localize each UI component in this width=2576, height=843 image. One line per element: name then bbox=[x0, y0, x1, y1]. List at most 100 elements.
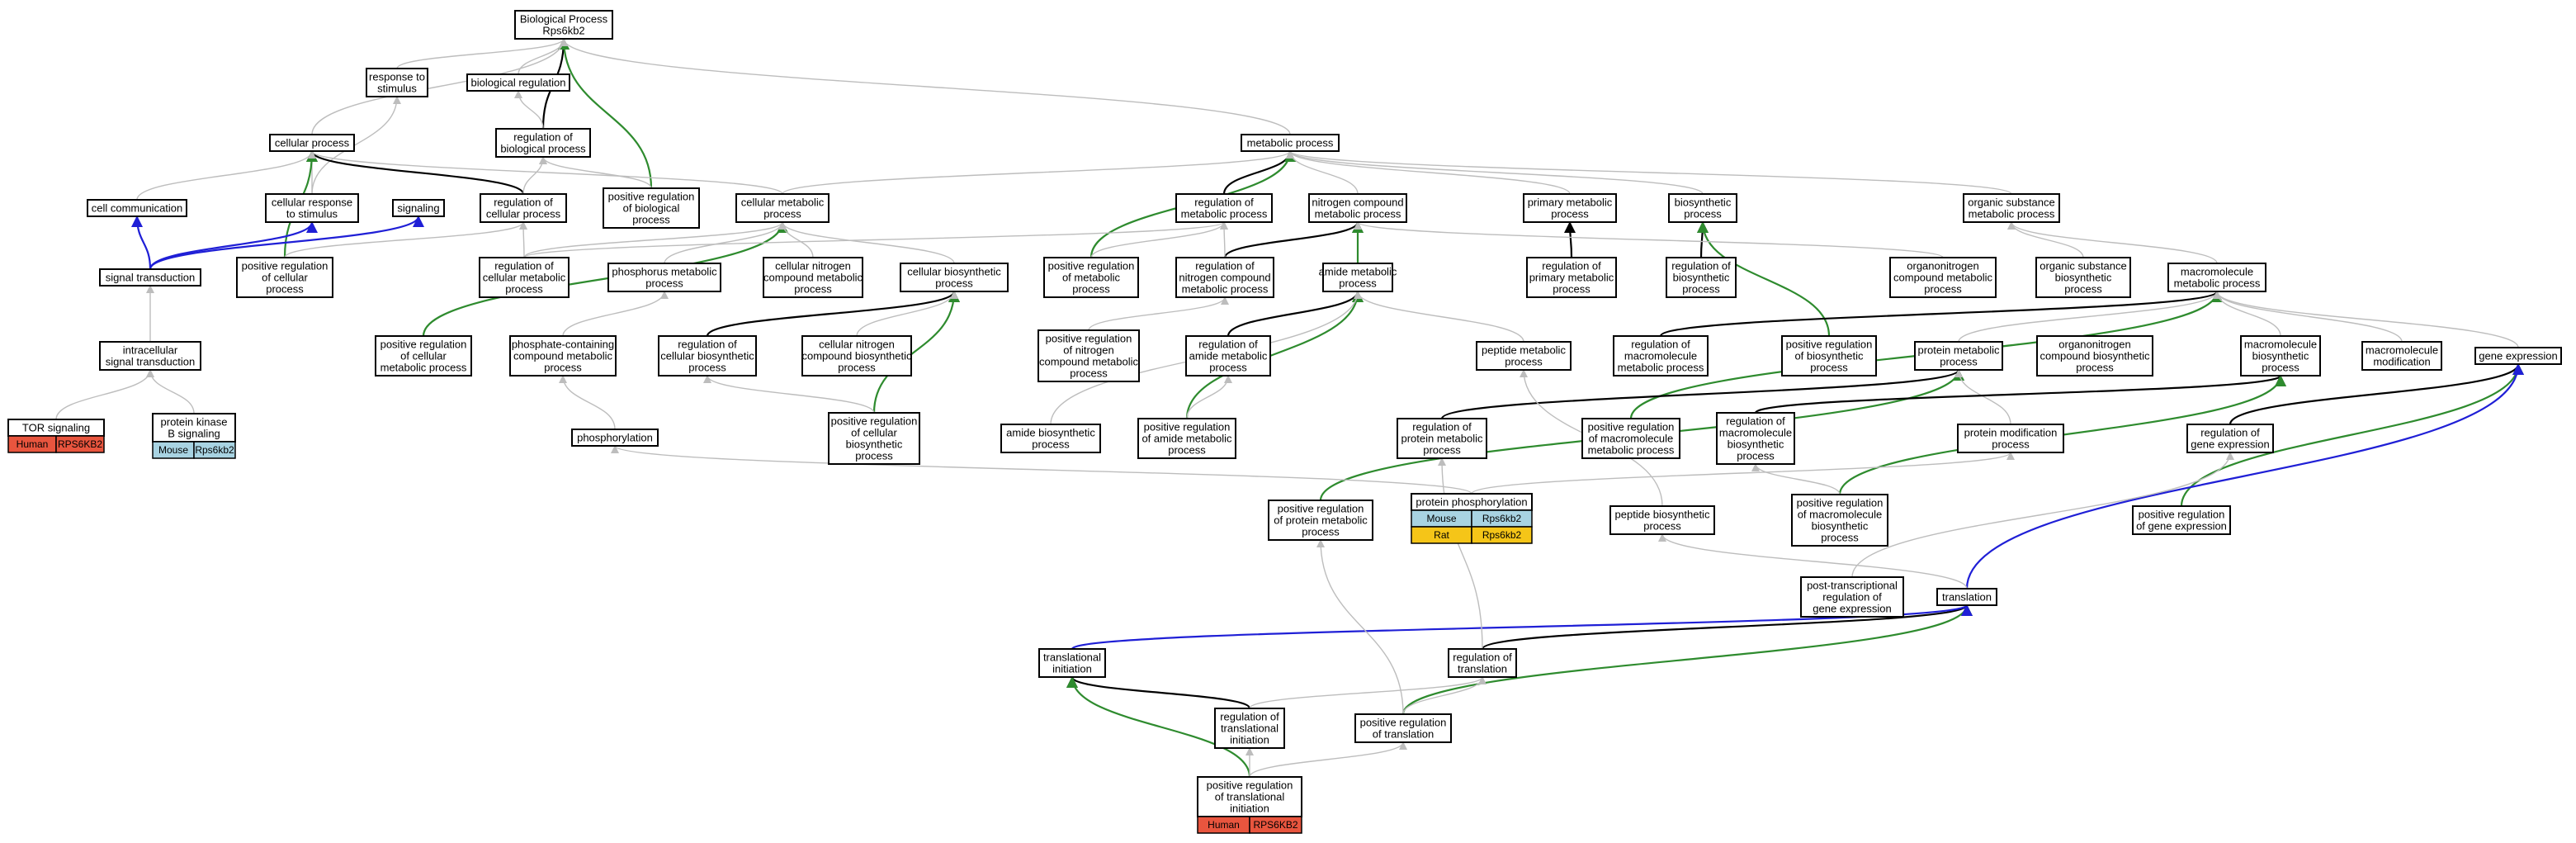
gene-label: Rps6kb2 bbox=[1482, 513, 1522, 524]
node-phos[interactable]: phosphorylation bbox=[571, 429, 659, 447]
node-mp[interactable]: metabolic process bbox=[1241, 134, 1340, 152]
edge-rncmp-to-ncmp bbox=[1223, 221, 1364, 258]
node-label-line: of translation bbox=[1373, 728, 1434, 741]
node-box bbox=[1613, 335, 1709, 377]
node-label-line: of nitrogen bbox=[1063, 344, 1113, 357]
node-cp[interactable]: cellular process bbox=[269, 134, 355, 152]
node-label-line: macromolecule bbox=[2181, 266, 2253, 278]
node-sig[interactable]: signaling bbox=[392, 199, 445, 217]
node-label-line: cellular response bbox=[272, 197, 352, 209]
node-rmacbp[interactable]: regulation ofmacromoleculebiosyntheticpr… bbox=[1716, 412, 1795, 465]
node-label-line: translational bbox=[1043, 651, 1101, 664]
gene-label: RPS6KB2 bbox=[58, 438, 102, 450]
edge-pphos-to-pmod bbox=[1471, 452, 2015, 495]
node-box bbox=[1000, 424, 1101, 453]
edge-prti-to-ti bbox=[1066, 676, 1251, 778]
node-box bbox=[479, 257, 570, 298]
edge-prcmp-to-cmp bbox=[422, 221, 788, 337]
node-st[interactable]: signal transduction bbox=[99, 268, 201, 287]
node-label-line: cellular biosynthetic bbox=[660, 350, 754, 362]
species-label: Human bbox=[1208, 819, 1240, 831]
node-trl[interactable]: translation bbox=[1936, 588, 1997, 606]
edge-cp-to-bp bbox=[311, 38, 568, 135]
node-label-line: process bbox=[266, 283, 304, 296]
node-box bbox=[2035, 257, 2131, 298]
node-cc[interactable]: cell communication bbox=[87, 199, 187, 217]
node-label-line: compound metabolic bbox=[763, 272, 863, 284]
node-label-line: process bbox=[1924, 283, 1962, 296]
node-label-line: regulation of bbox=[2200, 427, 2260, 439]
node-label-line: nitrogen compound bbox=[1312, 197, 1403, 209]
edge-rprotmp-to-protmp bbox=[1440, 368, 1964, 420]
node-box bbox=[480, 193, 567, 223]
node-label-line: biosynthetic bbox=[2055, 272, 2112, 284]
node-label-line: process bbox=[632, 214, 670, 226]
node-label-line: process bbox=[505, 283, 543, 296]
node-breg[interactable]: biological regulation bbox=[466, 73, 570, 92]
edge-rcp-to-rbp bbox=[522, 156, 547, 195]
edge-pcmp-to-phmp bbox=[562, 291, 669, 337]
node-ge[interactable]: gene expression bbox=[2474, 347, 2562, 365]
edge-prt-to-trl bbox=[1401, 604, 1973, 715]
